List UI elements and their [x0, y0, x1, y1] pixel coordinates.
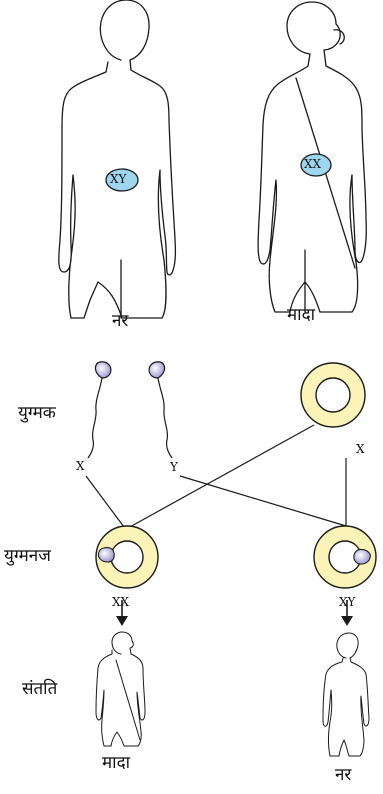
- offspring-male-label: नर: [335, 765, 352, 785]
- male-chromosome-label: XY: [110, 172, 127, 186]
- female-chromosome-label: XX: [304, 157, 322, 171]
- male-label: नर: [112, 311, 129, 331]
- fertilization-lines: [85, 424, 347, 529]
- arrow-to-female-offspring: [116, 600, 128, 626]
- offspring-label: संतति: [22, 679, 58, 699]
- female-label: मादा: [287, 305, 315, 325]
- sperm-x: [87, 361, 112, 459]
- female-gonad-xx: [300, 153, 332, 177]
- gametes-label: युग्मक: [18, 403, 56, 423]
- sperm-y: [148, 361, 173, 459]
- sperm-y-label: Y: [170, 460, 178, 474]
- offspring-female-label: मादा: [102, 753, 130, 773]
- zygote-female-chromosome-label: XX: [112, 595, 130, 609]
- egg-cell: [300, 362, 366, 428]
- zygote-male: [313, 525, 377, 589]
- male-gonad-xy: [105, 168, 139, 192]
- sperm-x-label: X: [76, 459, 85, 473]
- zygote-label: युग्मनज: [4, 546, 51, 566]
- egg-x-label: X: [356, 442, 365, 456]
- arrow-to-male-offspring: [341, 600, 353, 626]
- male-figure: [58, 0, 177, 319]
- offspring-male-figure: [322, 632, 370, 757]
- zygote-female: [95, 525, 159, 589]
- offspring-female-figure: [95, 631, 146, 747]
- zygote-male-chromosome-label: XY: [339, 595, 356, 609]
